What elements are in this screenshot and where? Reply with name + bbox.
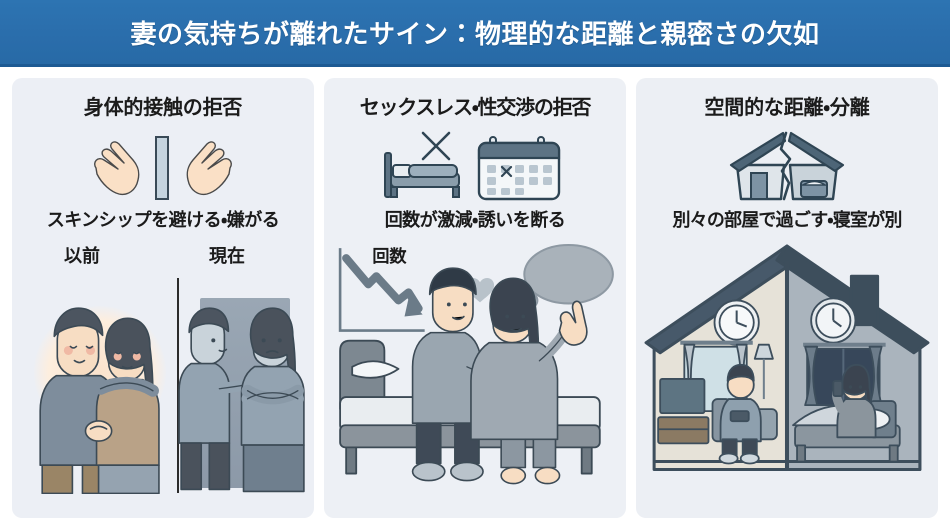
bed-couple-scene-svg: 回数 xyxy=(338,244,614,485)
hand-right-icon xyxy=(186,141,232,196)
frequency-decline-chart: 回数 xyxy=(338,246,425,332)
panel-subtitle: 別々の部屋で過ごす・寝室が別 xyxy=(672,210,902,230)
hand-left-icon xyxy=(94,141,140,196)
left-room-living xyxy=(657,299,778,465)
left-room-man-figure xyxy=(718,363,762,465)
panel-title: セックスレス・性交渉の拒否 xyxy=(359,97,592,119)
panel-title: 身体的接触の拒否 xyxy=(83,97,243,119)
panel-title: 空間的な距離・分離 xyxy=(704,97,870,119)
illustration-couple-comparison xyxy=(12,278,314,518)
panel-icon-row xyxy=(78,126,248,204)
illustration-house-cross-section xyxy=(636,238,938,518)
right-room-woman-figure xyxy=(832,363,877,439)
bed-woman-figure xyxy=(470,277,588,485)
calendar-cross-icon xyxy=(477,136,561,201)
panel-icon-row xyxy=(375,126,575,204)
panel-sexless-refusal[interactable]: セックスレス・性交渉の拒否 xyxy=(324,78,626,518)
label-before: 以前 xyxy=(64,246,100,266)
page-header: 妻の気持ちが離れたサイン：物理的な距離と親密さの欠如 xyxy=(0,0,950,67)
after-woman-figure xyxy=(240,307,305,493)
panel-spatial-distance[interactable]: 空間的な距離・分離 別々の部屋で過ごす・寝室が別 xyxy=(636,78,938,518)
panel-subtitle: 回数が激減・誘いを断る xyxy=(384,210,566,230)
label-after: 現在 xyxy=(209,246,245,266)
couple-scene-svg xyxy=(39,307,305,495)
illustration-couple-on-bed: 回数 xyxy=(324,238,626,518)
panel-physical-contact-refusal[interactable]: 身体的接触の拒否 スキンシップを避ける・嫌が xyxy=(12,78,314,518)
panel-icon-row xyxy=(727,126,847,204)
bed-calendar-icon-group xyxy=(384,131,561,201)
panel-subtitle: スキンシップを避ける・嫌がる xyxy=(46,210,280,230)
comparison-divider xyxy=(177,278,179,493)
barrier-icon xyxy=(155,136,169,200)
page-title: 妻の気持ちが離れたサイン：物理的な距離と親密さの欠如 xyxy=(130,18,820,49)
hands-barrier-icon-group xyxy=(94,136,232,200)
panels-container: 身体的接触の拒否 スキンシップを避ける・嫌が xyxy=(0,78,950,518)
house-scene-svg xyxy=(644,244,930,472)
footer-strip xyxy=(0,518,950,530)
chart-label: 回数 xyxy=(372,246,407,266)
before-woman-figure xyxy=(84,317,160,495)
cracked-house-icon xyxy=(729,131,845,201)
bed-cross-icon xyxy=(384,131,460,198)
compare-labels: 以前 現在 xyxy=(12,242,314,272)
right-room-bedroom xyxy=(792,297,901,463)
